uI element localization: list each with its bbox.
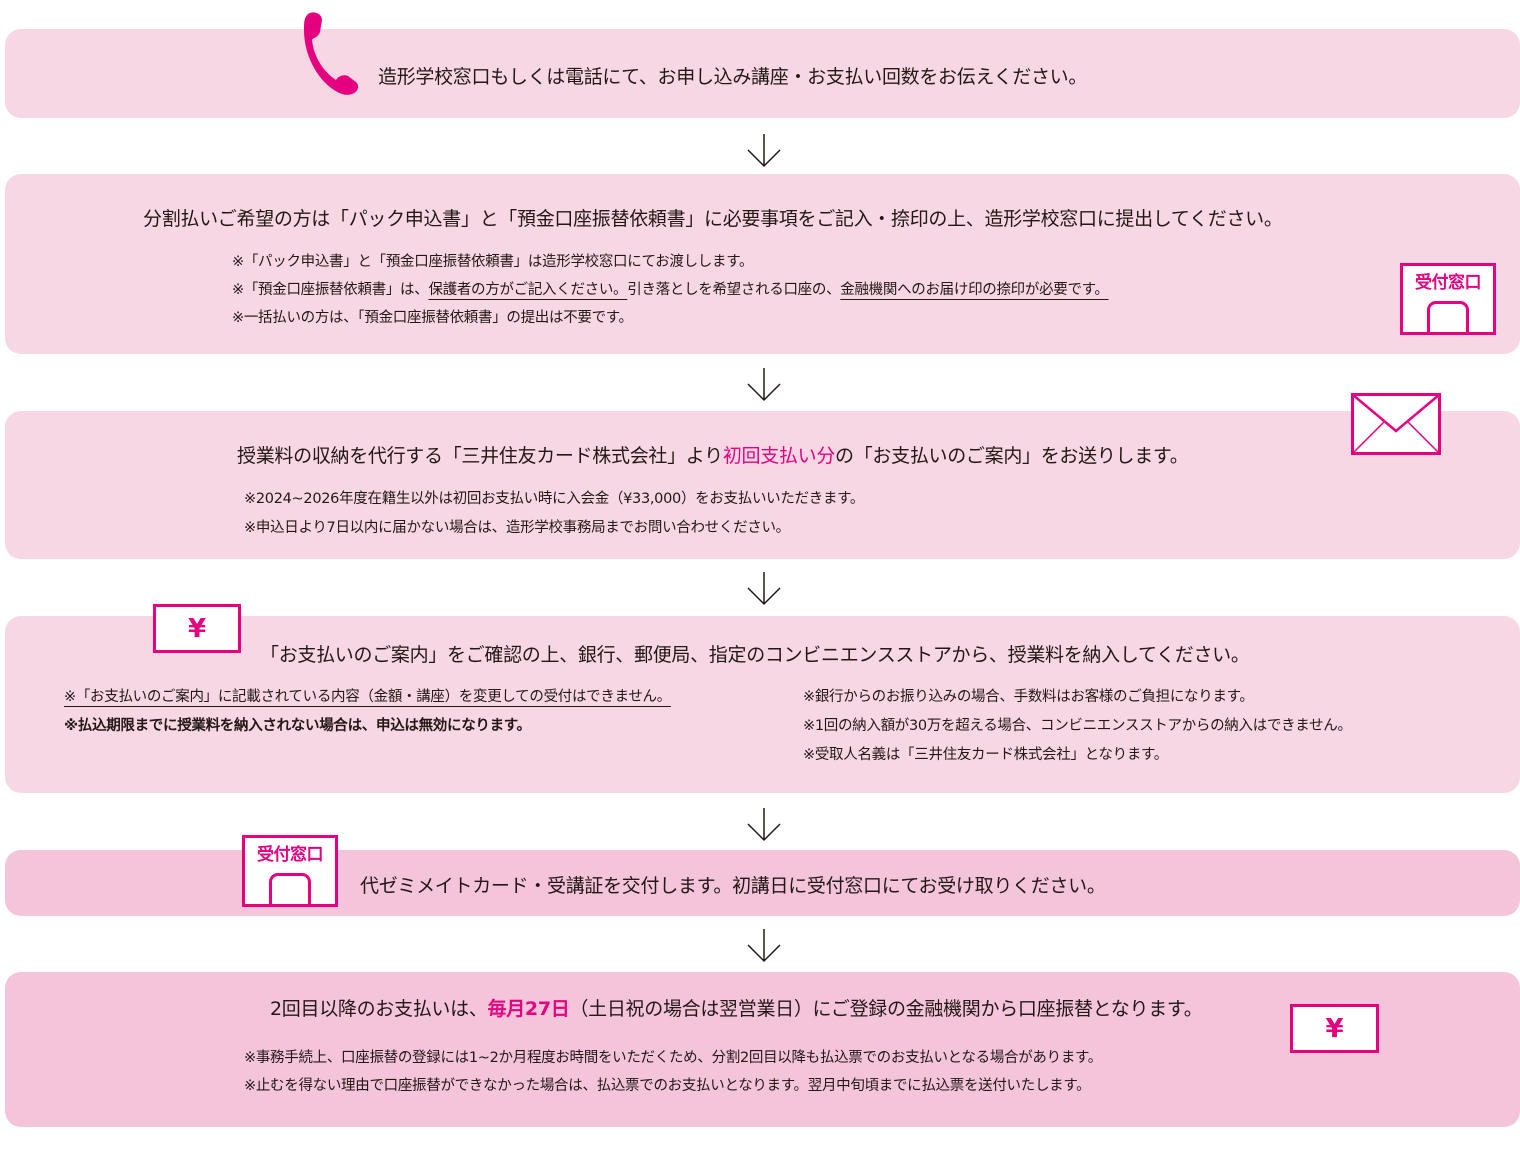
step-4-text: 「お支払いのご案内」をご確認の上、銀行、郵便局、指定のコンビニエンスストアから、…: [260, 644, 1250, 666]
step-6-text-after: （土日祝の場合は翌営業日）にご登録の金融機関から口座振替となります。: [569, 998, 1203, 1020]
yen-icon: ¥: [1290, 1004, 1379, 1053]
step-3-box: [5, 411, 1520, 559]
step-3-highlight: 初回支払い分: [722, 445, 836, 467]
step-4-note-right-3: ※受取人名義は「三井住友カード株式会社」となります。: [803, 747, 1168, 763]
step-6-note-1: ※事務手続上、口座振替の登録には1~2か月程度お時間をいただくため、分割2回目以…: [244, 1050, 1102, 1066]
step-4-note-right-2: ※1回の納入額が30万を超える場合、コンビニエンスストアからの納入はできません。: [803, 718, 1352, 734]
step-5-text: 代ゼミメイトカード・受講証を交付します。初講日に受付窓口にてお受け取りください。: [360, 875, 1106, 897]
phone-icon: [304, 12, 359, 95]
reception-counter-icon: 受付窓口: [242, 835, 338, 907]
step-1-text: 造形学校窓口もしくは電話にて、お申し込み講座・お支払い回数をお伝えください。: [378, 66, 1088, 88]
yen-icon: ¥: [153, 604, 241, 653]
step-4-box: [5, 616, 1520, 793]
step-3-note-2: ※申込日より7日以内に届かない場合は、造形学校事務局までお問い合わせください。: [244, 520, 790, 536]
step-2-note-2: ※「預金口座振替依頼書」は、保護者の方がご記入ください。引き落としを希望される口…: [232, 278, 1109, 299]
counter-door-shape: [269, 873, 311, 907]
yen-symbol: ¥: [187, 613, 207, 644]
yen-symbol: ¥: [1325, 1013, 1344, 1044]
step-6-text: 2回目以降のお支払いは、毎月27日（土日祝の場合は翌営業日）にご登録の金融機関か…: [270, 994, 1203, 1021]
arrow-down-icon: [747, 368, 781, 402]
reception-counter-label: 受付窓口: [1415, 273, 1482, 293]
step-6-text-before: 2回目以降のお支払いは、: [270, 998, 488, 1020]
step-4-note-right-1: ※銀行からのお振り込みの場合、手数料はお客様のご負担になります。: [803, 689, 1254, 705]
step-4-note-left-1: ※「お支払いのご案内」に記載されている内容（金額・講座）を変更しての受付はできま…: [64, 689, 671, 705]
arrow-down-icon: [747, 808, 781, 842]
step-2-note-1: ※「パック申込書」と「預金口座振替依頼書」は造形学校窓口にてお渡しします。: [232, 254, 754, 270]
arrow-down-icon: [747, 134, 781, 168]
step-1-box: [5, 29, 1520, 118]
reception-counter-icon: 受付窓口: [1400, 263, 1496, 335]
step-2-box: [5, 174, 1520, 354]
arrow-down-icon: [747, 572, 781, 606]
note-middle: 引き落としを希望される口座の、: [627, 282, 841, 298]
step-3-text: 授業料の収納を代行する「三井住友カード株式会社」より初回支払い分の「お支払いのご…: [237, 441, 1189, 468]
step-2-text: 分割払いご希望の方は「パック申込書」と「預金口座振替依頼書」に必要事項をご記入・…: [143, 208, 1283, 230]
step-4-note-left-2: ※払込期限までに授業料を納入されない場合は、申込は無効になります。: [64, 718, 531, 734]
arrow-down-icon: [747, 929, 781, 963]
envelope-icon: [1351, 393, 1441, 455]
note-underlined-guardian: 保護者の方がご記入ください。: [428, 282, 628, 298]
step-2-note-3: ※一括払いの方は、「預金口座振替依頼書」の提出は不要です。: [232, 310, 633, 326]
note-prefix: ※「預金口座振替依頼書」は、: [232, 282, 429, 298]
step-3-text-before: 授業料の収納を代行する「三井住友カード株式会社」より: [237, 445, 723, 467]
step-6-highlight: 毎月27日: [487, 998, 570, 1020]
counter-door-shape: [1427, 301, 1469, 335]
reception-counter-label: 受付窓口: [257, 845, 324, 865]
step-3-note-1: ※2024~2026年度在籍生以外は初回お支払い時に入会金（¥33,000）をお…: [244, 491, 865, 507]
note-underlined-seal: 金融機関へのお届け印の捺印が必要です。: [840, 282, 1109, 298]
step-6-box: [5, 972, 1520, 1127]
step-3-text-after: の「お支払いのご案内」をお送りします。: [835, 445, 1189, 467]
step-6-note-2: ※止むを得ない理由で口座振替ができなかった場合は、払込票でのお支払いとなります。…: [244, 1078, 1091, 1094]
